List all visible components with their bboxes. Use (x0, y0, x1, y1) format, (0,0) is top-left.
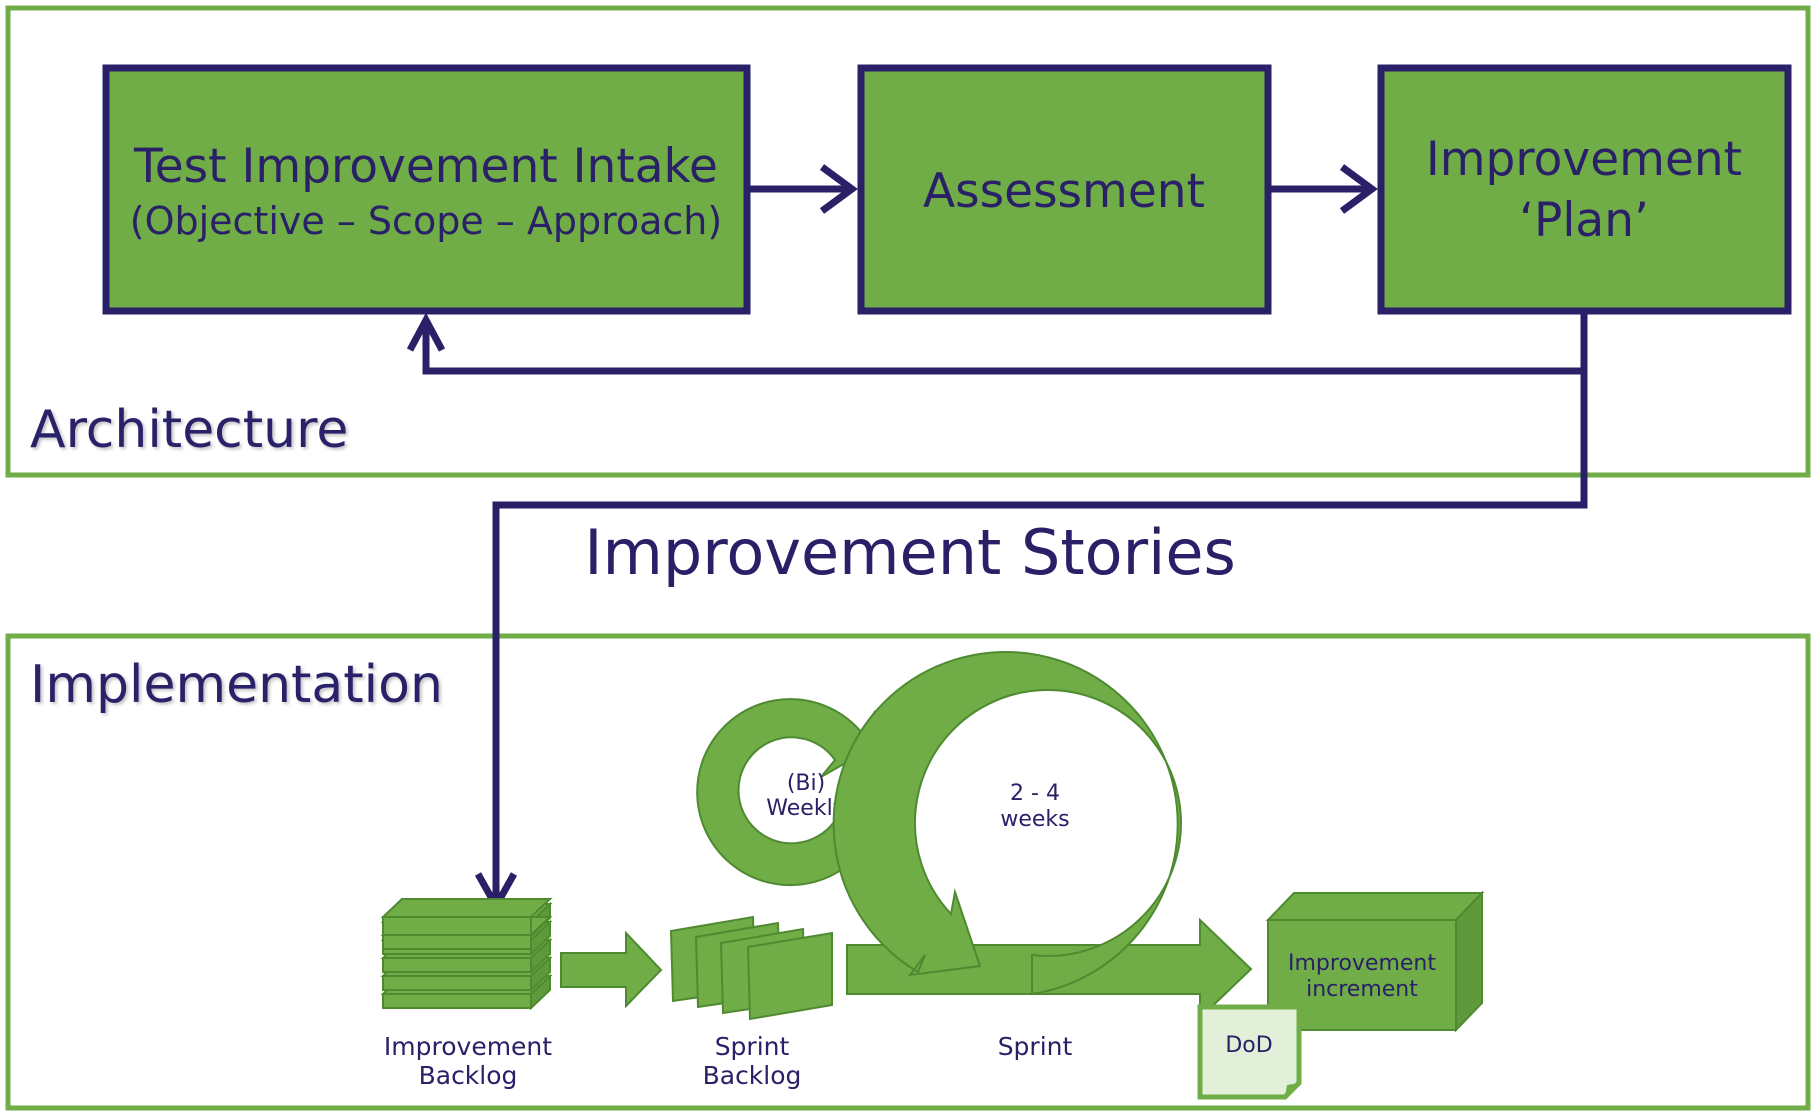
improvement-plan-title-line2: ‘Plan’ (1519, 193, 1649, 248)
assessment-title: Assessment (923, 164, 1205, 219)
sprint-backlog-label-line2: Backlog (703, 1061, 802, 1090)
sprint-backlog-cards (669, 915, 833, 1021)
weekly-cycle-label-line2: Weekly (766, 796, 845, 821)
improvement-increment-box (1265, 890, 1485, 1033)
intake-box: Test Improvement Intake (Objective – Sco… (102, 64, 751, 315)
sprint-cycle-label-line1: 2 - 4 (1010, 781, 1060, 806)
sprint-cycle-arrow (832, 651, 1182, 996)
dod-note: DoD (1197, 1004, 1302, 1100)
improvement-increment-label-line2: increment (1306, 977, 1418, 1002)
sprint-backlog-label-line1: Sprint (715, 1032, 790, 1061)
implementation-frame (5, 633, 1811, 1111)
weekly-cycle-label-line1: (Bi) (787, 771, 825, 796)
intake-subtitle: (Objective – Scope – Approach) (130, 199, 722, 243)
improvement-increment-label-line1: Improvement (1288, 951, 1436, 976)
sprint-cycle-label-line2: weeks (1000, 807, 1069, 832)
feedback-loop-arrow (406, 312, 1588, 375)
arrow-assessment-to-plan (1271, 164, 1378, 214)
arrow-intake-to-assessment (750, 164, 858, 214)
intake-title: Test Improvement Intake (133, 139, 718, 194)
improvement-backlog-stack (380, 898, 553, 1011)
improvement-plan-box: Improvement ‘Plan’ (1377, 64, 1792, 315)
improvement-backlog-label-line2: Backlog (419, 1061, 518, 1090)
arrow-backlog-to-sprint-backlog (560, 930, 663, 1009)
sprint-label: Sprint (998, 1032, 1073, 1061)
dod-label: DoD (1225, 1033, 1272, 1058)
improvement-plan-title-line1: Improvement (1426, 132, 1742, 187)
implementation-label: Implementation (30, 655, 443, 715)
architecture-label: Architecture (30, 400, 348, 460)
assessment-box: Assessment (857, 64, 1272, 315)
architecture-frame (5, 5, 1811, 478)
improvement-backlog-label-line1: Improvement (384, 1032, 552, 1061)
improvement-stories-label: Improvement Stories (584, 516, 1236, 589)
